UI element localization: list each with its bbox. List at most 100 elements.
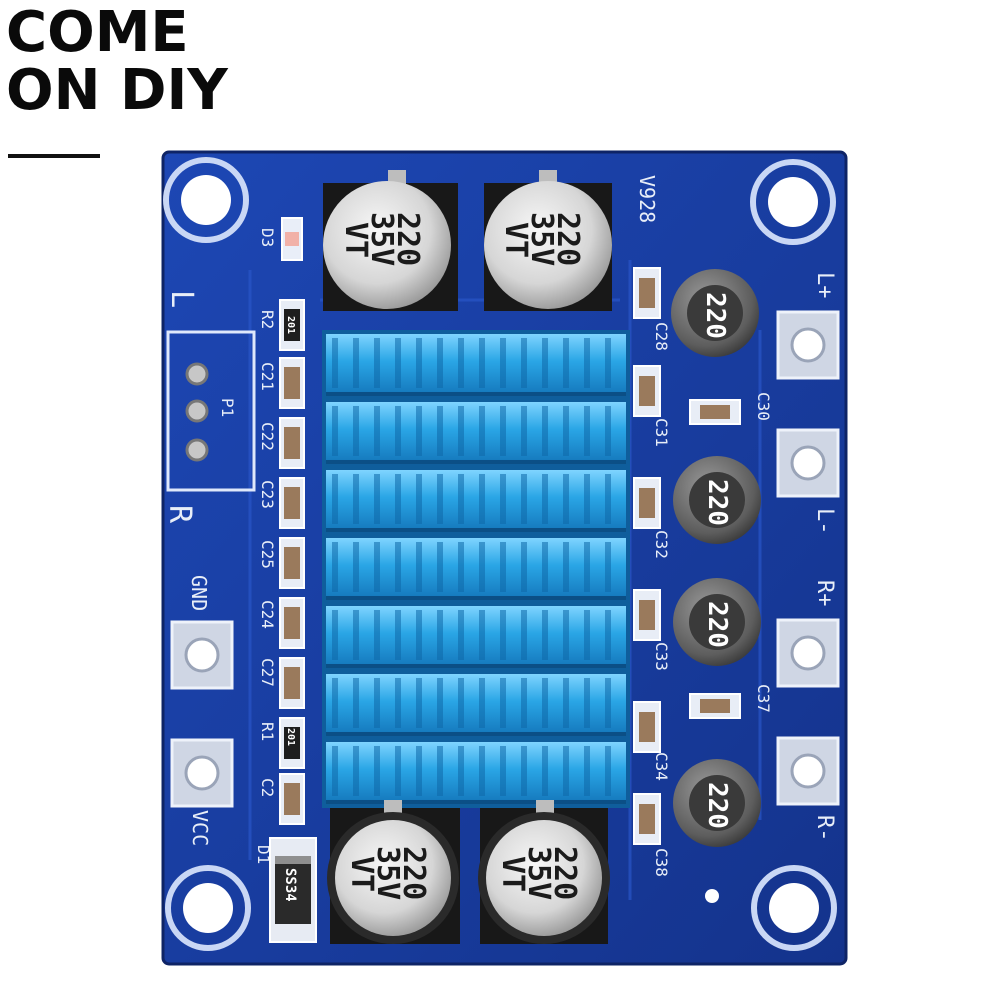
inductor-2: 220	[673, 456, 761, 544]
silk-d1: D1	[254, 845, 273, 864]
svg-text:35V: 35V	[521, 846, 556, 900]
brand-underline	[8, 154, 100, 158]
heatsink	[322, 330, 630, 808]
terminal-l-minus	[776, 428, 840, 498]
svg-text:220: 220	[700, 292, 730, 339]
svg-text:VT: VT	[344, 856, 379, 892]
smd-component	[279, 417, 305, 469]
smd-component	[633, 365, 661, 417]
svg-text:35V: 35V	[370, 846, 405, 900]
resistor-r1-mark: 201	[285, 728, 296, 746]
diode-d1: SS34	[269, 837, 317, 943]
heatsink-fin	[326, 470, 626, 532]
smd-component	[689, 399, 741, 425]
silk-c31: C31	[652, 418, 671, 447]
right-smd-column	[633, 267, 741, 845]
heatsink-fin	[326, 742, 626, 804]
header-outline	[166, 330, 256, 492]
silk-c21: C21	[258, 362, 277, 391]
smd-component	[279, 299, 305, 351]
silk-c38: C38	[652, 848, 671, 877]
svg-text:VT: VT	[495, 856, 530, 892]
terminal-label-l-plus: L+	[812, 272, 837, 299]
terminal-label-l-minus: L-	[812, 508, 837, 535]
edge-label-l: L	[164, 290, 199, 308]
terminal-vcc	[170, 738, 234, 808]
svg-text:220: 220	[702, 601, 732, 648]
smd-component	[633, 589, 661, 641]
inductor-1: 220	[671, 269, 759, 357]
silk-c27: C27	[258, 658, 277, 687]
terminal-r-plus	[776, 618, 840, 688]
silk-c25: C25	[258, 540, 277, 569]
smd-component	[279, 657, 305, 709]
heatsink-fin	[326, 334, 626, 396]
mounting-hole	[751, 865, 837, 951]
inductor-3: 220	[673, 578, 761, 666]
svg-text:220: 220	[390, 212, 425, 266]
header-pins	[185, 362, 209, 462]
resistor-r2-mark: 201	[285, 316, 296, 334]
brand-line-2: ON DIY	[6, 58, 228, 123]
terminal-label-r-minus: R-	[812, 815, 837, 842]
silk-r1: R1	[258, 722, 277, 741]
smd-component	[279, 477, 305, 529]
edge-label-r: R	[162, 505, 197, 524]
electrolytic-cap-top-left: 220 35V VT	[323, 170, 458, 311]
smd-component	[279, 357, 305, 409]
terminal-l-plus	[776, 310, 840, 380]
silk-r2: R2	[258, 310, 277, 329]
terminal-r-minus	[776, 736, 840, 806]
silk-d3: D3	[258, 228, 277, 247]
terminal-gnd	[170, 620, 234, 690]
electrolytic-cap-bottom-left: 220 35V VT	[327, 800, 460, 944]
header-label: P1	[218, 398, 237, 417]
smd-component	[633, 701, 661, 753]
left-smd-column	[279, 299, 305, 825]
terminal-label-r-plus: R+	[812, 580, 837, 607]
svg-text:220: 220	[547, 846, 582, 900]
diode-marking: SS34	[282, 868, 298, 902]
electrolytic-cap-bottom-right: 220 35V VT	[478, 800, 610, 944]
svg-text:220: 220	[702, 479, 732, 526]
smd-component	[633, 793, 661, 845]
mounting-hole	[163, 157, 249, 243]
svg-text:220: 220	[550, 212, 585, 266]
smd-component	[279, 537, 305, 589]
smd-component	[279, 773, 305, 825]
svg-text:35V: 35V	[524, 212, 559, 266]
silk-c2: C2	[258, 778, 277, 797]
smd-component	[633, 477, 661, 529]
terminal-label-gnd: GND	[187, 575, 211, 611]
brand-logo: COME ON DIY	[6, 4, 228, 120]
heatsink-fin	[326, 606, 626, 668]
silk-c34: C34	[652, 752, 671, 781]
inductor-4: 220	[673, 759, 761, 847]
terminal-label-vcc: VCC	[188, 810, 212, 846]
smd-component	[689, 693, 741, 719]
svg-text:220: 220	[396, 846, 431, 900]
electrolytic-cap-top-right: 220 35V VT	[484, 170, 612, 311]
heatsink-fin	[326, 402, 626, 464]
heatsink-fin	[326, 674, 626, 736]
model-label: V928	[635, 175, 659, 223]
silk-c23: C23	[258, 480, 277, 509]
silk-c33: C33	[652, 642, 671, 671]
silk-c28: C28	[652, 322, 671, 351]
silk-c37: C37	[754, 684, 773, 713]
smd-component	[633, 267, 661, 319]
silk-c30: C30	[754, 392, 773, 421]
mounting-hole	[165, 865, 251, 951]
svg-text:VT: VT	[498, 222, 533, 258]
silk-c24: C24	[258, 600, 277, 629]
smd-component	[279, 597, 305, 649]
smd-component	[279, 717, 305, 769]
svg-text:220: 220	[702, 782, 732, 829]
heatsink-fin	[326, 538, 626, 600]
brand-line-1: COME	[6, 0, 189, 65]
silk-c22: C22	[258, 422, 277, 451]
mounting-hole	[750, 159, 836, 245]
silk-c32: C32	[652, 530, 671, 559]
svg-text:VT: VT	[338, 222, 373, 258]
